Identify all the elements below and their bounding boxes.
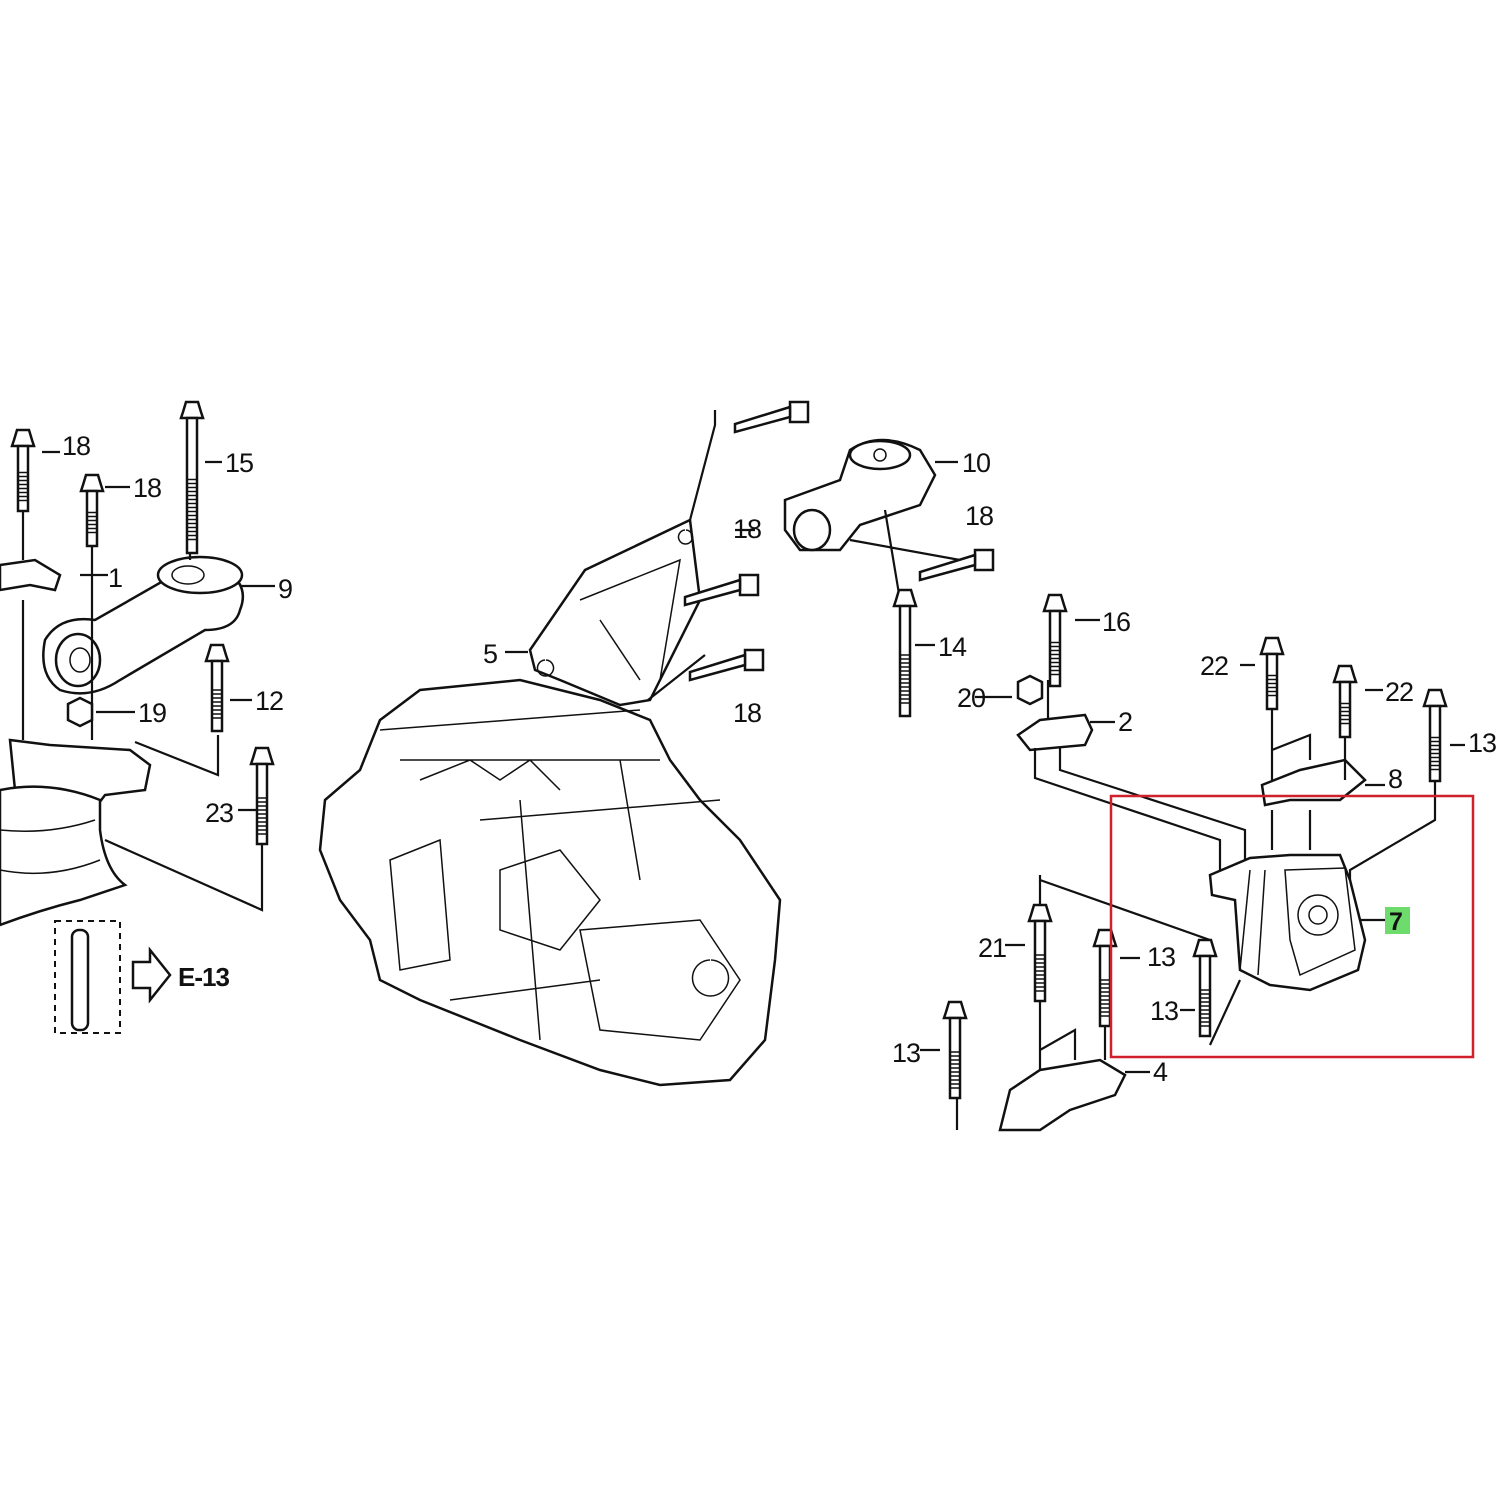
callout-18[interactable]: 18 — [965, 501, 994, 531]
callout-1[interactable]: 1 — [108, 563, 123, 593]
bolt-icon — [733, 400, 810, 434]
bracket-1[interactable] — [0, 558, 62, 592]
reference-arrow-icon — [131, 946, 172, 1004]
bolt-icon — [10, 428, 36, 513]
callout-18[interactable]: 18 — [733, 514, 762, 544]
callout-20[interactable]: 20 — [957, 683, 986, 713]
stud-icon — [70, 928, 90, 1032]
selection-box — [1109, 794, 1475, 1059]
callout-18[interactable]: 18 — [133, 473, 162, 503]
bolt-icon — [1422, 688, 1448, 783]
callout-13[interactable]: 13 — [1468, 728, 1497, 758]
bolt-icon — [1259, 636, 1285, 711]
bolt-icon — [1192, 938, 1218, 1038]
callout-22[interactable]: 22 — [1200, 651, 1229, 681]
highlight-7-bg — [1385, 907, 1410, 934]
bracket-2[interactable] — [1016, 713, 1094, 752]
callout-12[interactable]: 12 — [255, 686, 284, 716]
left-engine-mount — [0, 785, 128, 927]
callout-21[interactable]: 21 — [978, 933, 1007, 963]
callout-18[interactable]: 18 — [62, 431, 91, 461]
bolt-icon — [1042, 593, 1068, 688]
callout-13[interactable]: 13 — [1150, 996, 1179, 1026]
stud-dashed-box — [54, 920, 121, 1034]
callout-7[interactable]: 7 — [1389, 908, 1403, 936]
transmission-mount-7[interactable] — [1208, 853, 1367, 992]
callout-9[interactable]: 9 — [278, 574, 293, 604]
engine-assembly[interactable] — [318, 678, 782, 1087]
bolt-icon — [204, 643, 230, 733]
callout-13[interactable]: 13 — [1147, 942, 1176, 972]
callout-15[interactable]: 15 — [225, 448, 254, 478]
bolt-icon — [1027, 903, 1053, 1003]
callout-22[interactable]: 22 — [1385, 677, 1414, 707]
bolt-icon — [892, 588, 918, 718]
diagram-drawing — [0, 410, 1465, 1132]
bolt-icon — [688, 648, 765, 682]
callout-14[interactable]: 14 — [938, 632, 968, 662]
callout-4[interactable]: 4 — [1153, 1057, 1169, 1087]
callout-23[interactable]: 23 — [205, 798, 234, 828]
nut-icon — [66, 696, 94, 728]
bolt-icon — [1332, 664, 1358, 739]
fasteners — [10, 400, 1448, 1100]
callout-16[interactable]: 16 — [1102, 607, 1131, 637]
bolt-icon — [918, 548, 995, 582]
callout-13[interactable]: 13 — [892, 1038, 921, 1068]
bolt-icon — [79, 473, 105, 548]
bolt-icon — [942, 1000, 968, 1100]
callout-8[interactable]: 8 — [1388, 764, 1403, 794]
callout-labels: 18 18 15 1 9 19 12 23 5 18 18 10 18 14 1… — [62, 431, 1497, 1087]
bolt-icon — [179, 400, 205, 555]
callout-10[interactable]: 10 — [962, 448, 991, 478]
callout-5[interactable]: 5 — [483, 639, 498, 669]
bracket-5[interactable] — [528, 518, 702, 707]
bolt-icon — [249, 746, 275, 846]
reference-e13-link[interactable]: E-13 — [178, 962, 230, 992]
bracket-8[interactable] — [1260, 758, 1367, 807]
bolt-icon — [683, 573, 760, 607]
callout-18[interactable]: 18 — [733, 698, 762, 728]
callout-19[interactable]: 19 — [138, 698, 167, 728]
nut-icon — [1016, 674, 1044, 706]
bracket-4[interactable] — [998, 1058, 1127, 1132]
bolt-icon — [1092, 928, 1118, 1028]
callout-2[interactable]: 2 — [1118, 707, 1133, 737]
